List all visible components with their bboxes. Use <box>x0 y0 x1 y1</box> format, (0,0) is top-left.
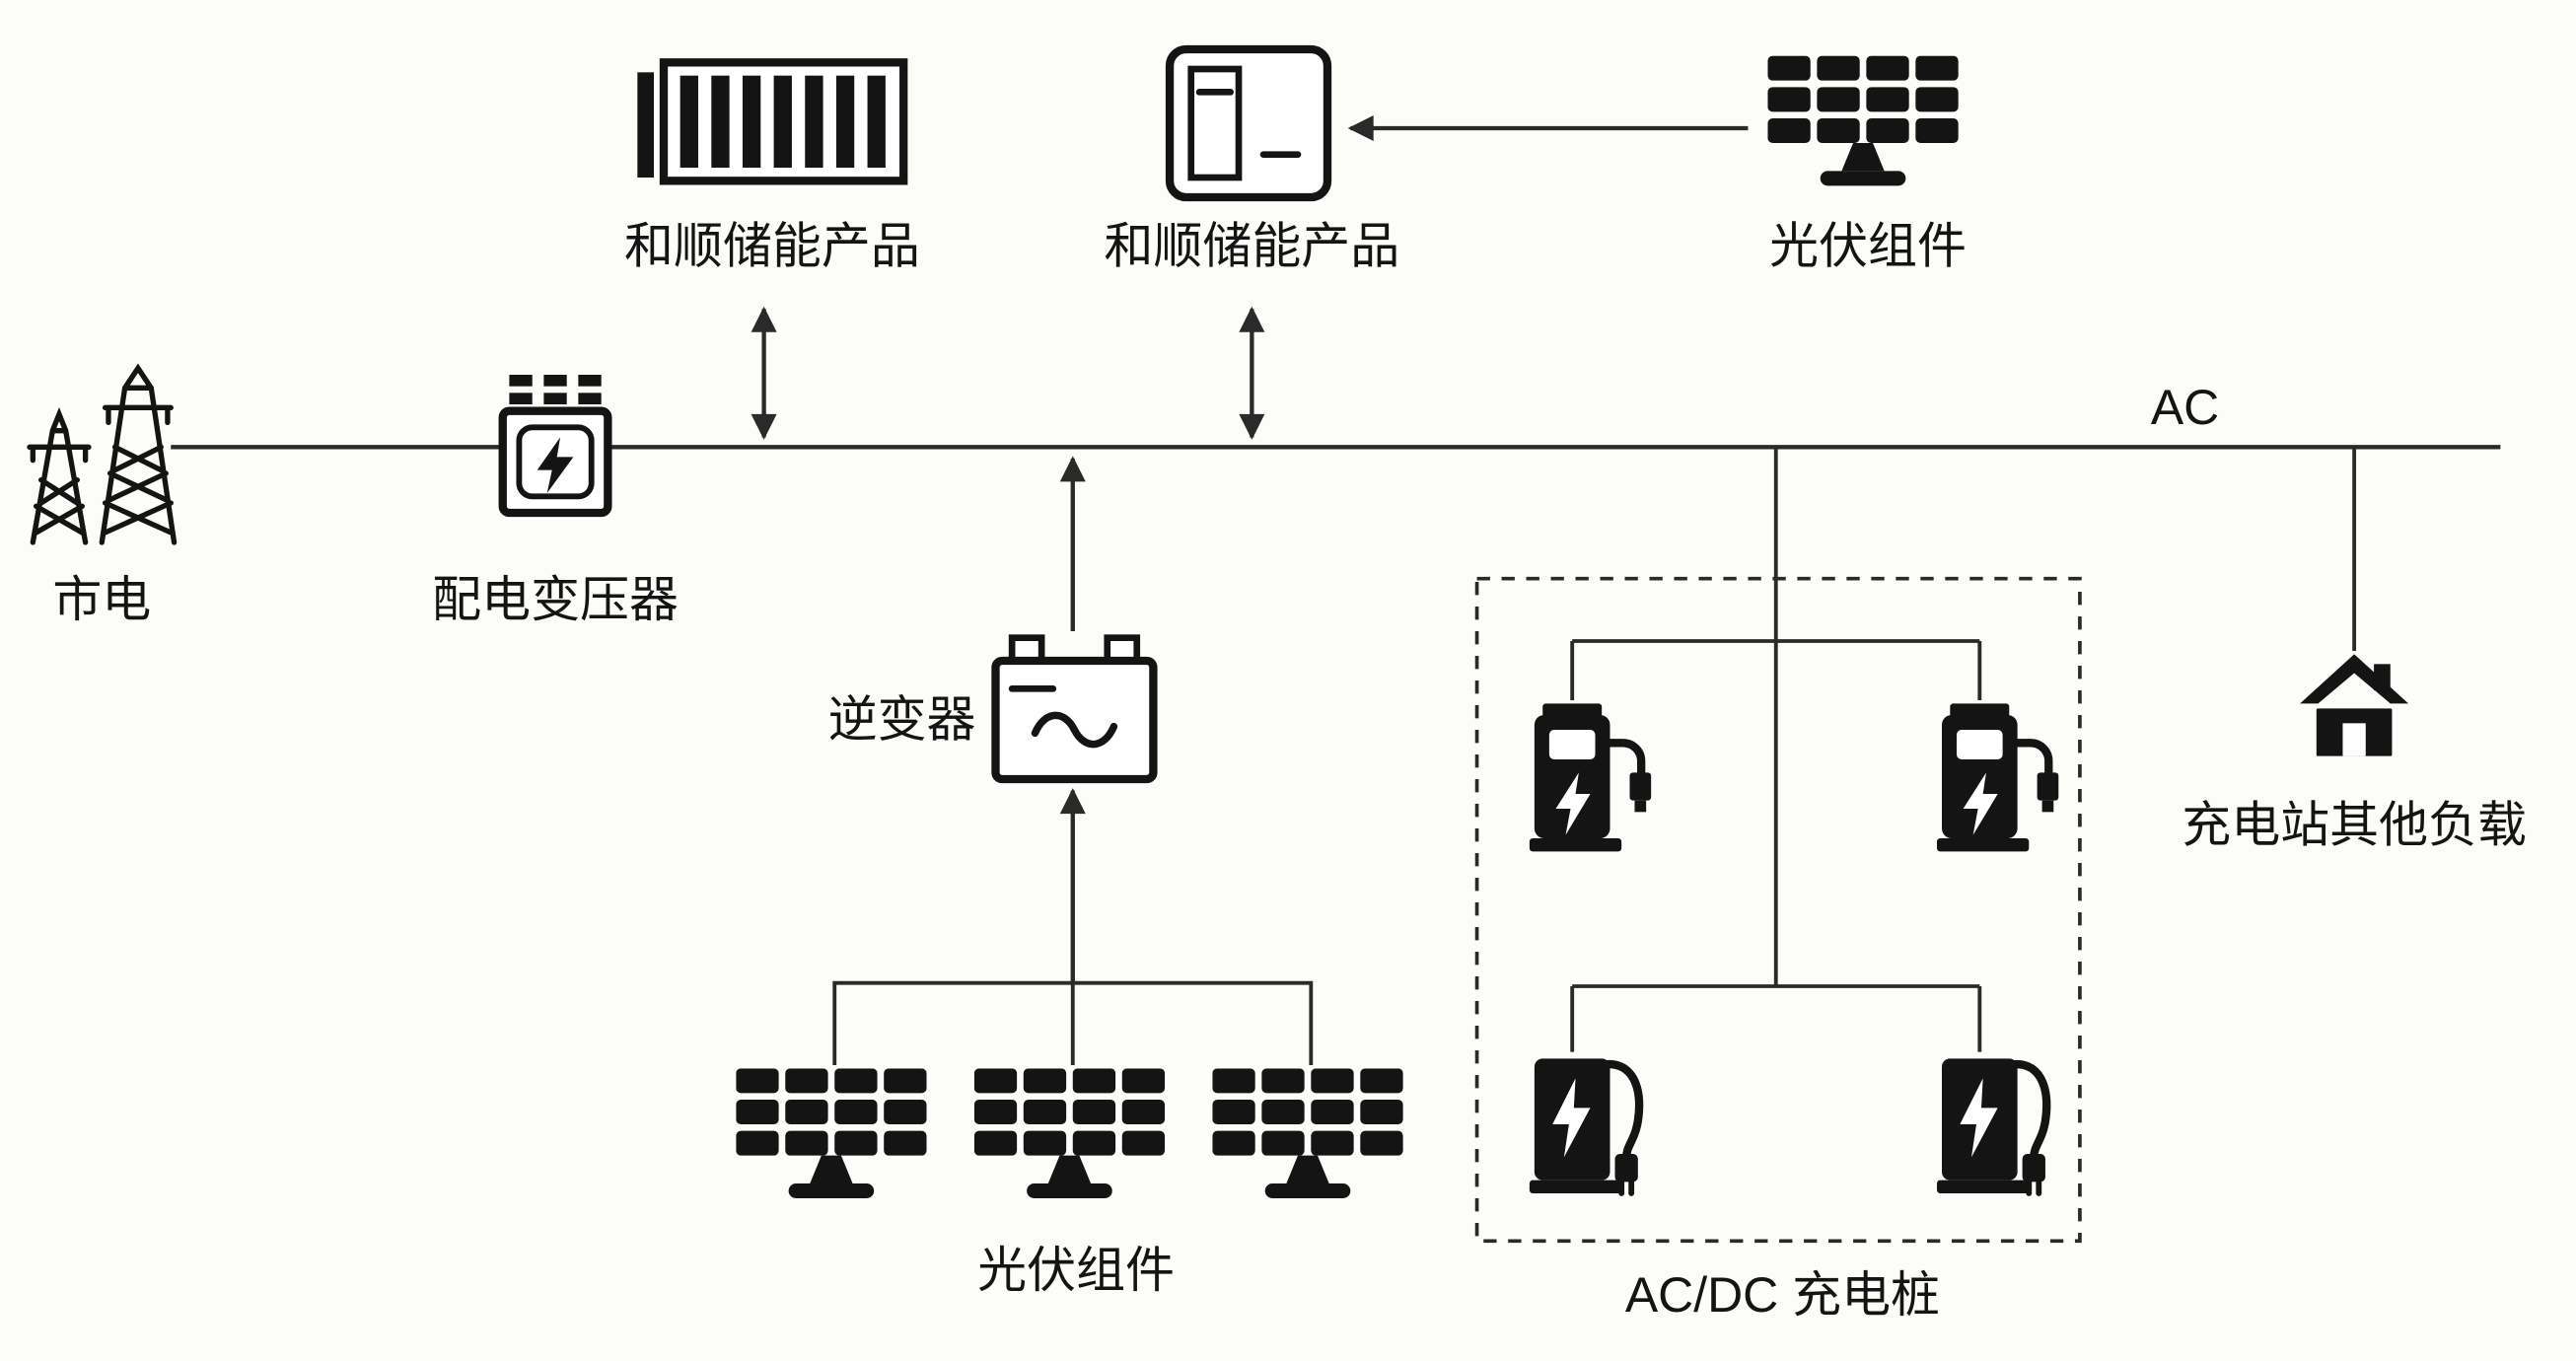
transformer-label: 配电变压器 <box>432 572 679 627</box>
charger-area-dashed-box <box>1474 576 2082 1244</box>
house-icon <box>2300 654 2409 756</box>
grid-tower-icon <box>27 363 178 545</box>
inverter-label: 逆变器 <box>828 692 976 748</box>
ac-charger-icon-2 <box>1936 703 2059 852</box>
grid-label: 市电 <box>52 572 151 627</box>
ac-charger-icon-1 <box>1529 703 1652 852</box>
pv-bottom-icon-1 <box>736 1068 927 1198</box>
pv-top-label: 光伏组件 <box>1769 219 1967 274</box>
transformer-icon <box>498 375 612 518</box>
pv-bracket <box>832 980 1314 1065</box>
charger-feed-lines <box>1570 449 1982 1052</box>
storage-right-label: 和顺储能产品 <box>1104 219 1399 274</box>
battery-container-icon <box>637 58 908 185</box>
other-loads-label: 充电站其他负载 <box>2182 797 2527 852</box>
pv-bottom-icon-3 <box>1212 1068 1403 1198</box>
pv-top-icon <box>1767 55 1959 186</box>
dc-charger-icon-2 <box>1936 1058 2051 1196</box>
storage-left-label: 和顺储能产品 <box>624 219 920 274</box>
charger-box-label: AC/DC 充电桩 <box>1625 1267 1940 1323</box>
storage-cabinet-icon <box>1165 44 1332 202</box>
pv-bottom-label: 光伏组件 <box>977 1243 1175 1298</box>
pv-bottom-icon-2 <box>973 1068 1166 1198</box>
dc-charger-icon-1 <box>1529 1058 1644 1196</box>
ac-bus-label: AC <box>2151 380 2219 435</box>
inverter-icon <box>991 634 1158 784</box>
